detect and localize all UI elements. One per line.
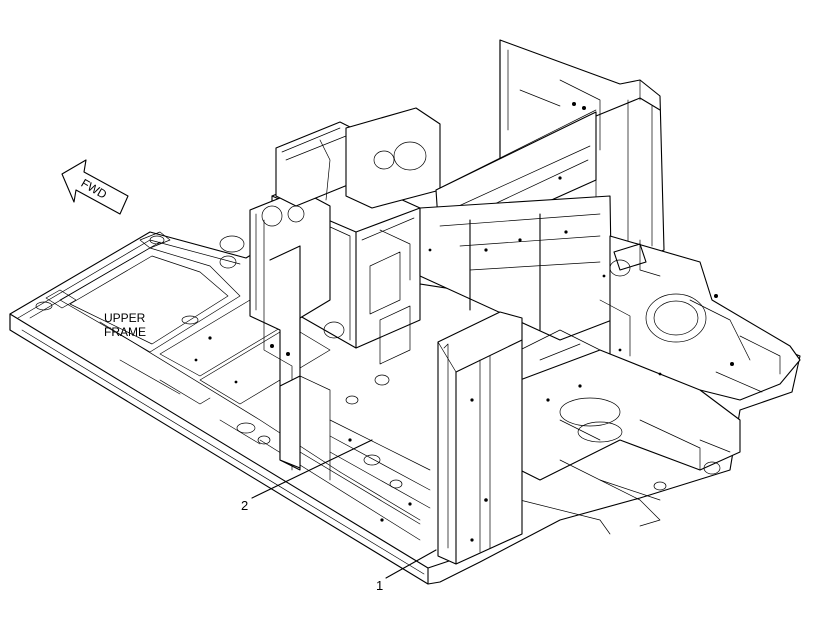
right-deck — [609, 235, 801, 408]
frame-details — [119, 229, 662, 445]
frame-label-line2: FRAME — [104, 325, 146, 339]
callout-2-label: 2 — [241, 498, 248, 513]
callout-1: 1 — [376, 549, 437, 593]
mid-cross-frame — [419, 195, 613, 341]
front-guard-panel — [437, 311, 523, 565]
frame-label-line1: UPPER — [104, 311, 146, 325]
rear-bracket — [275, 107, 441, 209]
lower-front-structure — [519, 329, 741, 535]
callout-2: 2 — [241, 439, 373, 513]
left-front-post — [257, 375, 431, 522]
fwd-arrow-icon: FWD — [61, 159, 129, 215]
callout-1-label: 1 — [376, 578, 383, 593]
